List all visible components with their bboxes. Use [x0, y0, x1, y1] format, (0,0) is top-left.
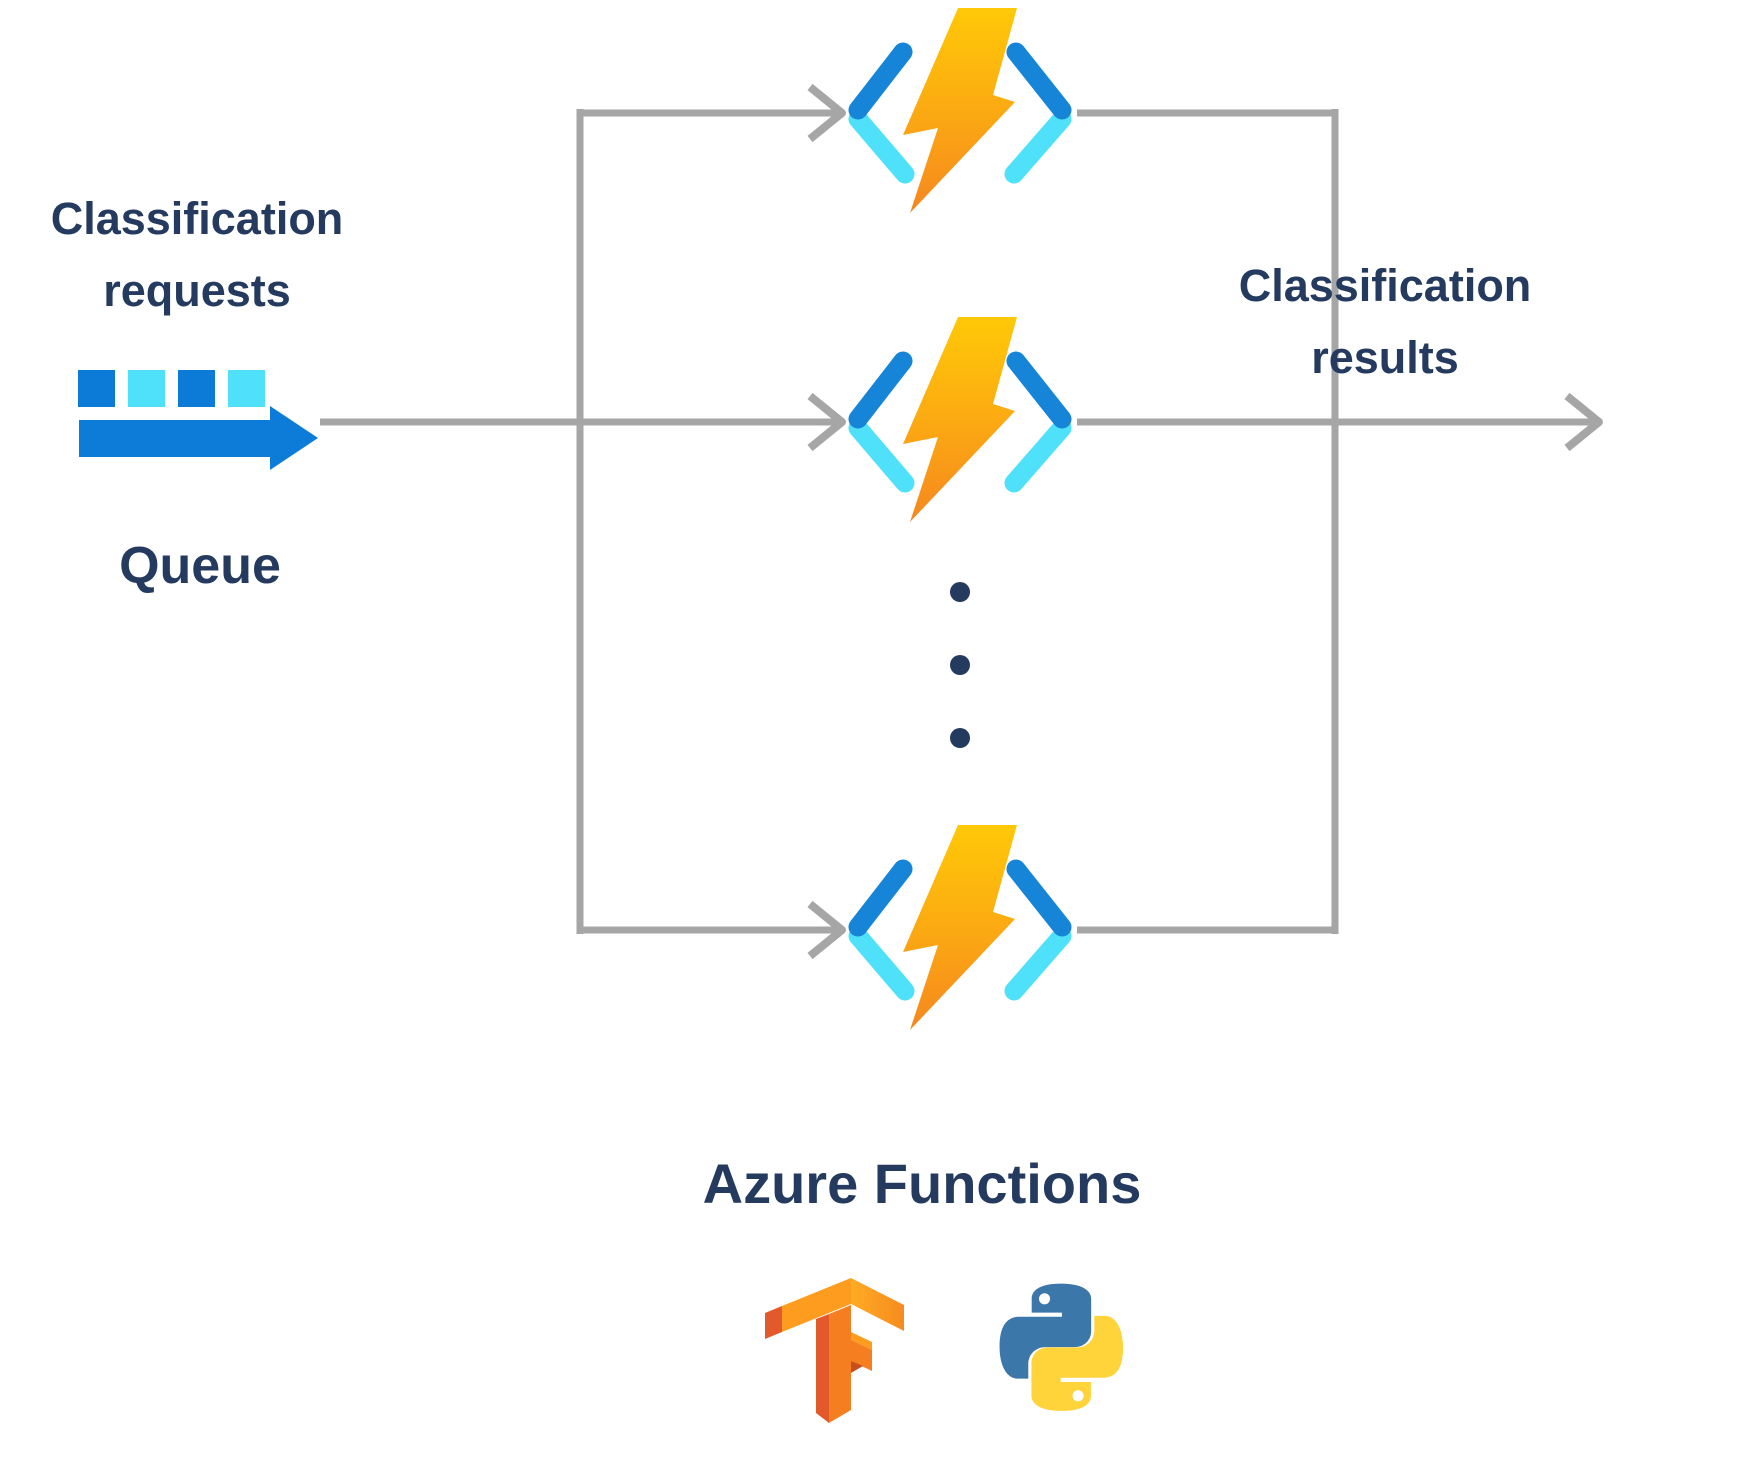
queue-message-square [178, 370, 215, 407]
azure-functions-label: Azure Functions [702, 1152, 1142, 1215]
queue-arrow [79, 406, 318, 470]
connector-lines [320, 109, 1594, 934]
ellipsis-dots-icon [950, 582, 970, 748]
queue-message-square [128, 370, 165, 407]
python-icon [999, 1283, 1124, 1411]
classification-results-label: Classification results [1238, 260, 1532, 383]
tensorflow-icon [765, 1278, 904, 1423]
queue-icon [78, 370, 318, 470]
queue-label: Queue [119, 537, 281, 595]
azure-function-icon-bottom [858, 825, 1062, 1030]
queue-message-square [78, 370, 115, 407]
queue-message-square [228, 370, 265, 407]
azure-function-icon-top [858, 8, 1062, 213]
classification-requests-label: Classification requests [50, 193, 344, 316]
azure-function-icon-middle [858, 317, 1062, 522]
